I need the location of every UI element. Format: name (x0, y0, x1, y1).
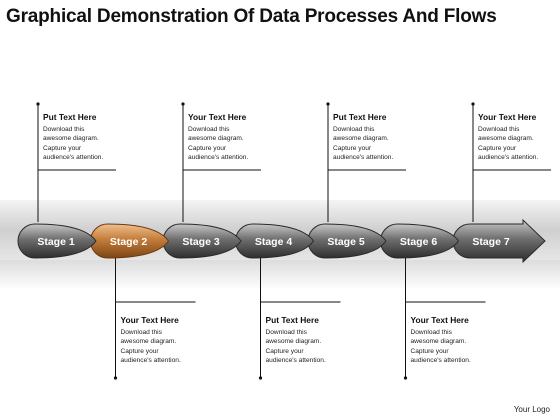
stage-label: Stage 1 (37, 236, 75, 248)
callout-line: Capture your (333, 144, 372, 152)
callout-body: Download this awesome diagram.Capture you… (188, 125, 300, 163)
floor-reflection (0, 260, 560, 290)
callout-heading: Your Text Here (120, 315, 179, 325)
stage-label: Stage 3 (182, 236, 220, 248)
stage-label: Stage 2 (110, 236, 148, 248)
stage-label: Stage 4 (255, 236, 293, 248)
connector-lines (36, 102, 551, 380)
callout-line: audience's attention. (410, 357, 471, 365)
stage-7: Stage 7 (452, 218, 546, 264)
callout-heading: Your Text Here (188, 112, 247, 122)
stage-5: Stage 5 (307, 223, 387, 259)
callout-line: audience's attention. (188, 154, 249, 162)
callout-line: audience's attention. (120, 357, 181, 365)
callout-line: awesome diagram. (410, 338, 467, 346)
callout-line: audience's attention. (265, 357, 326, 365)
callout-heading: Put Text Here (43, 112, 97, 122)
callout-heading: Your Text Here (478, 112, 537, 122)
stage-6: Stage 6 (380, 223, 460, 259)
callout-line: awesome diagram. (478, 135, 534, 143)
callout-line: Download this (410, 329, 452, 336)
callout-body: Download this awesome diagram.Capture you… (333, 125, 445, 163)
stage-shape (380, 223, 460, 259)
stage-shape (307, 223, 387, 259)
callout-line: Download this (43, 126, 85, 133)
callout-line: Download this (265, 329, 307, 336)
callout-body: Download this awesome diagram.Capture you… (478, 125, 560, 163)
callout-line: Capture your (410, 347, 449, 355)
page-title: Graphical Demonstration Of Data Processe… (6, 6, 497, 27)
stage-label: Stage 5 (327, 236, 365, 248)
stage-shape (235, 223, 315, 259)
callout-line: audience's attention. (478, 154, 539, 162)
callout-line: audience's attention. (333, 154, 394, 162)
callout-line: awesome diagram. (120, 338, 177, 346)
callout-line: Capture your (478, 144, 517, 152)
connector-dot (326, 102, 330, 106)
connector-dot (258, 376, 263, 380)
connector-dot (113, 376, 118, 380)
callout-line: Capture your (43, 144, 82, 152)
callout-line: Download this (478, 126, 520, 133)
stage-shape (90, 223, 170, 259)
callout-line: awesome diagram. (333, 135, 389, 143)
stage-4: Stage 4 (235, 223, 315, 259)
callout-line: awesome diagram. (188, 135, 244, 143)
stage-label: Stage 6 (400, 236, 438, 248)
stage-2: Stage 2 (90, 223, 170, 259)
callout-line: Capture your (188, 144, 227, 152)
callout-line: Download this (333, 126, 375, 133)
callout-line: awesome diagram. (265, 338, 322, 346)
callout-line: audience's attention. (43, 154, 104, 162)
callout-heading: Put Text Here (333, 112, 387, 122)
connector-dot (471, 102, 475, 106)
connector-dot (181, 102, 185, 106)
stage-shapes: Stage 7 Stage 6 Stage 5 Stage 4 Stage 3 Stage… (17, 218, 546, 264)
connector-dot (36, 102, 40, 106)
callout-heading: Your Text Here (410, 315, 469, 325)
callout-body: Download this awesome diagram.Capture you… (266, 328, 378, 366)
stage-1: Stage 1 (17, 223, 97, 259)
callout-body: Download this awesome diagram.Capture you… (43, 125, 155, 163)
callout-body: Download this awesome diagram.Capture you… (411, 328, 523, 366)
callout-line: Capture your (120, 347, 159, 355)
stage-shape (452, 218, 546, 264)
stage-label: Stage 7 (472, 236, 510, 248)
callout-line: Download this (120, 329, 162, 336)
logo-text: Your Logo (513, 405, 550, 414)
callout-line: Capture your (265, 347, 304, 355)
callout-line: awesome diagram. (43, 135, 99, 143)
callout-line: Download this (188, 126, 230, 133)
connector-dot (403, 376, 408, 380)
stage-shape (17, 223, 97, 259)
callout-heading: Put Text Here (265, 315, 319, 325)
stage-3: Stage 3 (162, 223, 242, 259)
stage-shape (162, 223, 242, 259)
callout-body: Download this awesome diagram.Capture you… (121, 328, 233, 366)
